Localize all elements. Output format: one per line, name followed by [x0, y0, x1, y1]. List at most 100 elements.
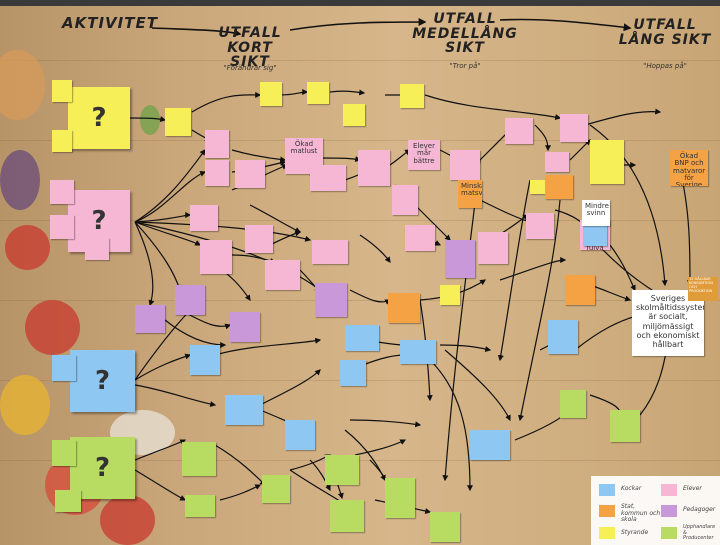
- heading-kort-sikt: UTFALL KORT SIKT: [218, 25, 282, 71]
- small-note: [583, 222, 607, 246]
- heading-aktivitet: AKTIVITET: [62, 14, 158, 32]
- small-note: [470, 430, 510, 460]
- note-goal-hallbart: Sveriges skolmåltidssystem är socialt, m…: [632, 290, 704, 356]
- wood-plank-line: [0, 220, 720, 221]
- legend-swatch-kockar: [599, 484, 615, 496]
- small-note: [245, 225, 273, 253]
- heading-kort-sikt-sub: "Förändrar sig": [223, 64, 277, 72]
- small-note: [50, 215, 74, 239]
- legend-label-upphandlare: Upphandlare & Producenter: [683, 524, 716, 541]
- small-note: [560, 390, 586, 418]
- small-note: [312, 240, 348, 264]
- small-note: [262, 475, 290, 503]
- color-legend: Kockar Elever Stat, kommun och skola Ped…: [591, 476, 720, 545]
- small-note: [265, 260, 300, 290]
- legend-label-elever: Elever: [683, 485, 702, 492]
- small-note: [330, 500, 364, 532]
- small-note: [52, 440, 76, 466]
- pepper-image: [0, 375, 50, 435]
- small-note: [430, 512, 460, 542]
- tomato-image: [5, 225, 50, 270]
- small-note: [450, 150, 480, 180]
- eggplant-image: [0, 150, 40, 210]
- small-note: [325, 455, 359, 485]
- small-note: [590, 140, 624, 184]
- small-note: [307, 82, 329, 104]
- small-note: [200, 240, 232, 274]
- heading-medellang-sikt-sub: "Tror på": [449, 62, 481, 70]
- legend-label-pedagoger: Pedagoger: [683, 506, 716, 513]
- small-note: [315, 283, 347, 317]
- small-note: [445, 240, 475, 278]
- small-note: [345, 325, 379, 351]
- small-note: [285, 420, 315, 450]
- legend-label-kockar: Kockar: [621, 485, 642, 492]
- wood-plank-line: [0, 140, 720, 141]
- small-note: [560, 114, 588, 142]
- sdg-12-badge: 12 HÅLLBAR KONSUMTION OCH PRODUKTION: [688, 277, 718, 301]
- tomato-image: [25, 300, 80, 355]
- wood-plank-line: [0, 60, 720, 61]
- small-note: [565, 275, 595, 305]
- legend-swatch-stat: [599, 505, 615, 517]
- window-top-bar: [0, 0, 720, 6]
- note-minskat-matsvinn: Minskat matsvinn: [458, 180, 482, 208]
- legend-swatch-elever: [661, 484, 677, 496]
- small-note: [343, 104, 365, 126]
- small-note: [530, 180, 548, 194]
- heading-medellang-sikt: UTFALL MEDELLÅNG SIKT: [412, 11, 518, 57]
- activity-note-styrande: ?: [68, 87, 130, 149]
- small-note: [52, 355, 76, 381]
- small-note: [340, 360, 366, 386]
- activity-note-upphandlare: ?: [70, 437, 135, 499]
- small-note: [478, 232, 508, 264]
- small-note: [526, 213, 554, 239]
- small-note: [135, 305, 165, 333]
- small-note: [392, 185, 418, 215]
- onion-image: [0, 50, 45, 120]
- small-note: [548, 320, 578, 354]
- small-note: [175, 285, 205, 315]
- small-note: [190, 345, 220, 375]
- leaf-image: [140, 105, 160, 135]
- wood-plank-line: [0, 300, 720, 301]
- heading-lang-sikt-sub: "Hoppas på": [643, 62, 687, 70]
- small-note: [400, 84, 424, 108]
- small-note: [440, 285, 460, 305]
- small-note: [185, 495, 215, 517]
- legend-swatch-pedagoger: [661, 505, 677, 517]
- small-note: [50, 180, 74, 204]
- note-okad-bnp: Ökad BNP och matvaror för Sverige: [670, 150, 708, 186]
- wood-plank-line: [0, 460, 720, 461]
- small-note: [385, 478, 415, 518]
- small-note: [205, 160, 229, 186]
- small-note: [190, 205, 218, 231]
- small-note: [400, 340, 436, 364]
- small-note: [85, 238, 109, 260]
- small-note: [505, 118, 533, 144]
- small-note: [235, 160, 265, 188]
- small-note: [545, 175, 573, 199]
- small-note: [230, 312, 260, 342]
- heading-lang-sikt: UTFALL LÅNG SIKT: [618, 17, 712, 48]
- small-note: [310, 165, 346, 191]
- small-note: [358, 150, 390, 186]
- note-elever-mar-battre: Elever mår bättre: [408, 140, 440, 170]
- small-note: [545, 152, 569, 172]
- small-note: [260, 82, 282, 106]
- small-note: [388, 293, 420, 323]
- small-note: [52, 80, 72, 102]
- small-note: [610, 410, 640, 442]
- small-note: [55, 490, 81, 512]
- legend-swatch-styrande: [599, 527, 615, 539]
- small-note: [205, 130, 229, 158]
- note-mindre-svinn-small: Mindre svinn: [582, 200, 610, 226]
- small-note: [405, 225, 435, 251]
- legend-swatch-upphandlare: [661, 527, 677, 539]
- small-note: [225, 395, 263, 425]
- activity-note-kockar: ?: [70, 350, 135, 412]
- legend-label-stat: Stat, kommun och skola: [621, 503, 661, 524]
- small-note: [52, 130, 72, 152]
- tomato-image: [100, 495, 155, 545]
